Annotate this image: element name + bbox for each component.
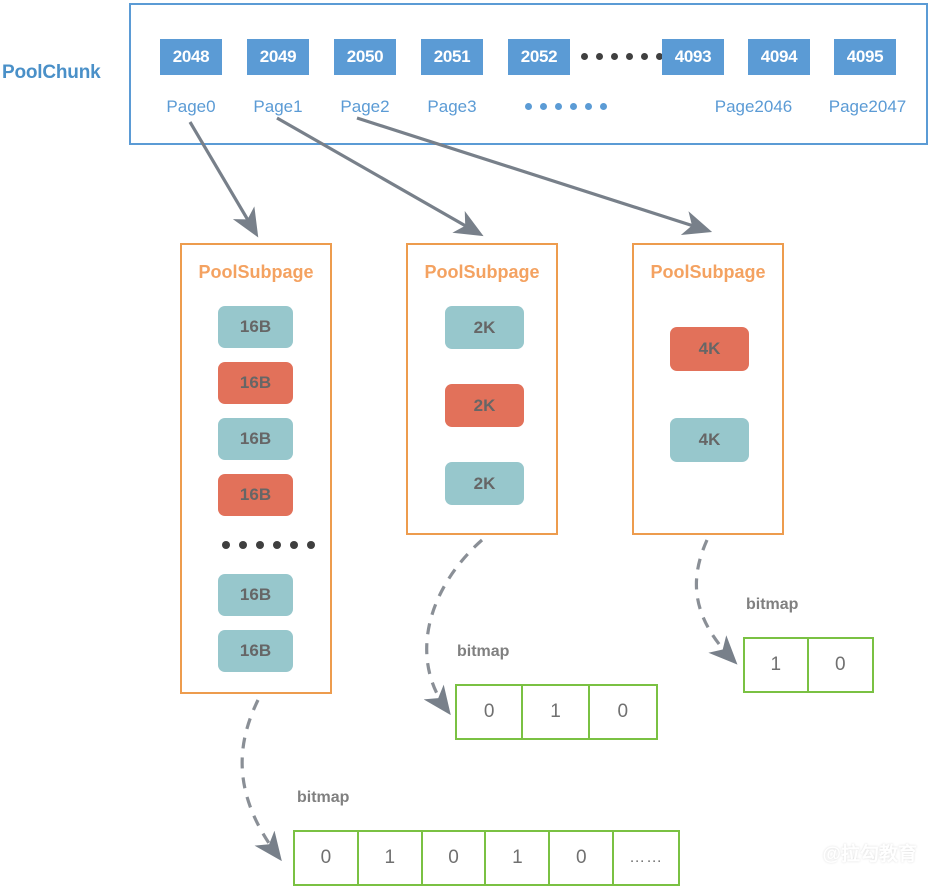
watermark: @拉勾教育 [822, 844, 917, 865]
poolchunk-label: PoolChunk [2, 62, 101, 83]
bitmap-label-1: bitmap [297, 789, 350, 806]
poolchunk-page-row: Page0 Page1 Page2 Page3 Page2046 Page204… [129, 94, 928, 120]
subpage1-block-5[interactable]: 16B [218, 630, 293, 672]
poolsubpage-card-3[interactable]: PoolSubpage [632, 243, 784, 535]
subpage1-block-0[interactable]: 16B [218, 306, 293, 348]
bitmap-table-2: 0 1 0 [455, 684, 658, 740]
poolsubpage-title-2: PoolSubpage [424, 262, 540, 282]
chunk-page-label-4: Page2046 [714, 97, 793, 116]
bitmap1-cell-1[interactable]: 1 [359, 832, 423, 884]
bitmap-label-2: bitmap [457, 643, 510, 660]
poolchunk-index-row: 2048 2049 2050 2051 2052 4093 4094 4095 [129, 39, 928, 75]
chunk-page-label-3: Page3 [427, 97, 477, 116]
chunk-page-ellipsis-dots [525, 103, 607, 110]
bitmap3-cell-0[interactable]: 1 [745, 639, 809, 691]
subpage1-block-3[interactable]: 16B [218, 474, 293, 516]
subpage2-block-2[interactable]: 2K [445, 462, 524, 505]
bitmap1-cell-3[interactable]: 1 [486, 832, 551, 884]
subpage1-block-2[interactable]: 16B [218, 418, 293, 460]
bitmap3-cell-1[interactable]: 0 [834, 654, 846, 675]
chunk-index-cell-4[interactable]: 2052 [508, 39, 570, 75]
chunk-index-cell-6[interactable]: 4094 [748, 39, 810, 75]
bitmap1-cell-0[interactable]: 0 [295, 832, 359, 884]
poolsubpage-card-1[interactable]: PoolSubpage [180, 243, 332, 694]
subpage1-block-1[interactable]: 16B [218, 362, 293, 404]
chunk-page-label-1: Page1 [253, 97, 303, 116]
bitmap-label-3: bitmap [746, 596, 799, 613]
chunk-index-cell-2[interactable]: 2050 [334, 39, 396, 75]
subpage1-ellipsis-dots [222, 541, 315, 549]
bitmap-table-1: 0 1 0 1 0 …… [293, 830, 680, 886]
chunk-index-cell-5[interactable]: 4093 [662, 39, 724, 75]
chunk-index-ellipsis-dots [581, 53, 663, 60]
poolsubpage-title-1: PoolSubpage [198, 262, 314, 282]
chunk-index-cell-7[interactable]: 4095 [834, 39, 896, 75]
arrow-subpage1-to-bitmap1 [240, 699, 282, 862]
arrow-subpage3-to-bitmap3 [694, 539, 738, 665]
chunk-page-label-2: Page2 [340, 97, 390, 116]
bitmap1-cell-4[interactable]: 0 [550, 832, 615, 884]
chunk-index-cell-1[interactable]: 2049 [247, 39, 309, 75]
bitmap2-cell-2[interactable]: 0 [617, 701, 629, 722]
bitmap1-cell-2[interactable]: 0 [423, 832, 487, 884]
bitmap2-cell-1[interactable]: 1 [523, 686, 590, 738]
chunk-page-label-0: Page0 [166, 97, 216, 116]
subpage1-block-4[interactable]: 16B [218, 574, 293, 616]
poolsubpage-title-3: PoolSubpage [650, 262, 766, 282]
subpage2-block-0[interactable]: 2K [445, 306, 524, 349]
chunk-index-cell-3[interactable]: 2051 [421, 39, 483, 75]
subpage2-block-1[interactable]: 2K [445, 384, 524, 427]
subpage3-block-0[interactable]: 4K [670, 327, 749, 371]
bitmap2-cell-0[interactable]: 0 [457, 686, 524, 738]
chunk-page-label-5: Page2047 [828, 97, 907, 116]
bitmap1-cell-5: …… [629, 849, 664, 866]
bitmap-table-3: 1 0 [743, 637, 874, 693]
chunk-index-cell-0[interactable]: 2048 [160, 39, 222, 75]
subpage3-block-1[interactable]: 4K [670, 418, 749, 462]
